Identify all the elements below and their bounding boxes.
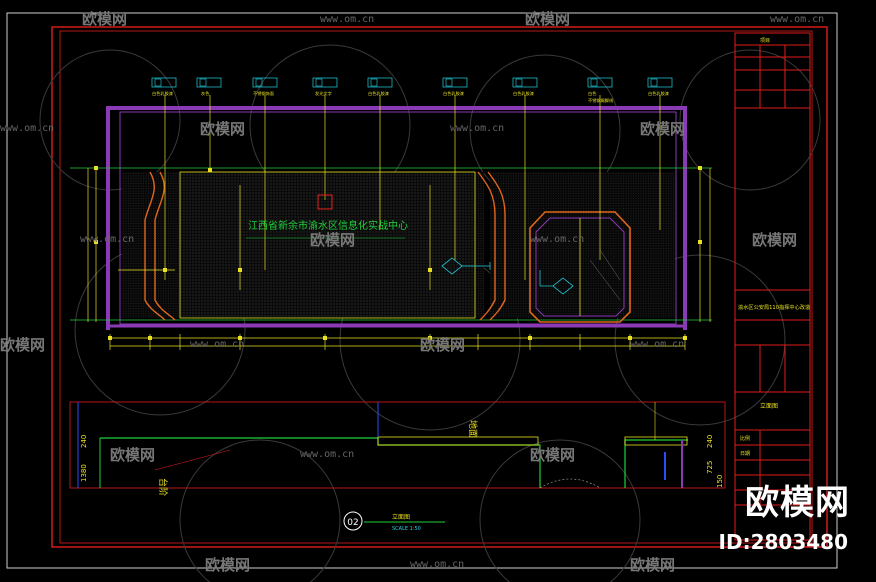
dim-left-240: 240 bbox=[80, 435, 88, 448]
door-frame bbox=[529, 211, 631, 323]
elevation-wall bbox=[106, 106, 687, 330]
brand-logo-text: 欧模网 bbox=[745, 483, 850, 523]
red-inner-frame bbox=[59, 30, 813, 544]
watermark-url-8: www.om.cn bbox=[630, 339, 684, 350]
tag-label-2: 灰色 bbox=[201, 90, 210, 97]
tag-label-4: 发光文字 bbox=[315, 90, 332, 97]
watermark-brand-6: 欧模网 bbox=[752, 231, 797, 249]
title-block-header: 项目 bbox=[760, 38, 770, 44]
watermark-brand-5: 欧模网 bbox=[310, 231, 355, 249]
dim-right-150: 150 bbox=[716, 475, 724, 488]
center-screen-panel bbox=[179, 171, 476, 319]
watermark-brand-4: 欧模网 bbox=[640, 120, 685, 138]
logo-placeholder bbox=[317, 194, 333, 210]
caption-name: 立面图 bbox=[392, 513, 410, 521]
watermarks: 欧模网 欧模网 www.om.cn www.om.cn 欧模网 欧模网 www.… bbox=[0, 10, 824, 574]
dim-left-1380: 1380 bbox=[80, 464, 88, 482]
right-wall-area bbox=[490, 172, 675, 318]
scale-field: 比例 bbox=[740, 435, 750, 442]
project-name: 渝水区公安局110指挥中心改造 bbox=[738, 303, 811, 311]
drawing-caption bbox=[343, 511, 445, 531]
tag-label-3: 不锈钢饰面 bbox=[253, 90, 274, 97]
drawing-name: 立面图 bbox=[760, 402, 778, 410]
tag-label-red: 不锈钢踢脚线 bbox=[588, 97, 614, 104]
watermark-brand-12: 欧模网 bbox=[630, 556, 675, 574]
wall-signage-text: 江西省新余市渝水区信息化实战中心 bbox=[248, 219, 408, 232]
watermark-url-1: www.om.cn bbox=[320, 14, 374, 25]
watermark-url-4: www.om.cn bbox=[450, 123, 504, 134]
red-drawing-frame bbox=[51, 26, 828, 548]
annotation-tags bbox=[151, 77, 673, 88]
watermark-url-6: www.om.cn bbox=[530, 234, 584, 245]
watermark-brand-7: 欧模网 bbox=[0, 336, 45, 354]
dimension-ticks bbox=[94, 166, 702, 340]
section-marker-1 bbox=[441, 257, 491, 275]
watermark-brand-3: 欧模网 bbox=[200, 120, 245, 138]
watermark-url-5: www.om.cn bbox=[80, 234, 134, 245]
outer-border bbox=[6, 12, 838, 569]
section-marker-2 bbox=[539, 270, 574, 295]
watermark-url-7: www.om.cn bbox=[190, 339, 244, 350]
tag-label-1: 白色乳胶漆 bbox=[152, 90, 173, 97]
watermark-url-10: www.om.cn bbox=[410, 559, 464, 570]
leader-lines bbox=[118, 95, 661, 290]
watermark-brand-8: 欧模网 bbox=[420, 336, 465, 354]
date-field: 日期 bbox=[740, 451, 750, 457]
section-label-step: 台阶 bbox=[157, 478, 169, 496]
caption-scale: SCALE 1:50 bbox=[392, 526, 421, 532]
watermark-url-2: www.om.cn bbox=[770, 14, 824, 25]
tag-label-8: 白色 bbox=[588, 90, 597, 97]
watermark-brand-9: 欧模网 bbox=[110, 446, 155, 464]
curved-pilasters bbox=[144, 171, 506, 321]
title-block bbox=[734, 32, 811, 541]
watermark-brand-2: 欧模网 bbox=[525, 10, 570, 28]
watermark-url-3: www.om.cn bbox=[0, 123, 54, 134]
tag-label-7: 白色乳胶漆 bbox=[513, 90, 534, 97]
watermark-url-9: www.om.cn bbox=[300, 449, 354, 460]
watermark-brand-1: 欧模网 bbox=[82, 10, 127, 28]
tag-label-6: 白色乳胶漆 bbox=[443, 90, 464, 97]
watermark-brand-10: 欧模网 bbox=[530, 446, 575, 464]
watermark-brand-11: 欧模网 bbox=[205, 556, 250, 574]
model-id-text: ID:2803480 bbox=[718, 530, 848, 554]
tag-label-5: 白色乳胶漆 bbox=[368, 90, 389, 97]
caption-number: 02 bbox=[347, 518, 358, 528]
section-label-floor: 地面 bbox=[467, 420, 479, 438]
tag-label-9: 白色乳胶漆 bbox=[648, 90, 669, 97]
dim-right-725: 725 bbox=[706, 461, 714, 474]
dim-right-240: 240 bbox=[706, 435, 714, 448]
section-view bbox=[69, 401, 726, 489]
